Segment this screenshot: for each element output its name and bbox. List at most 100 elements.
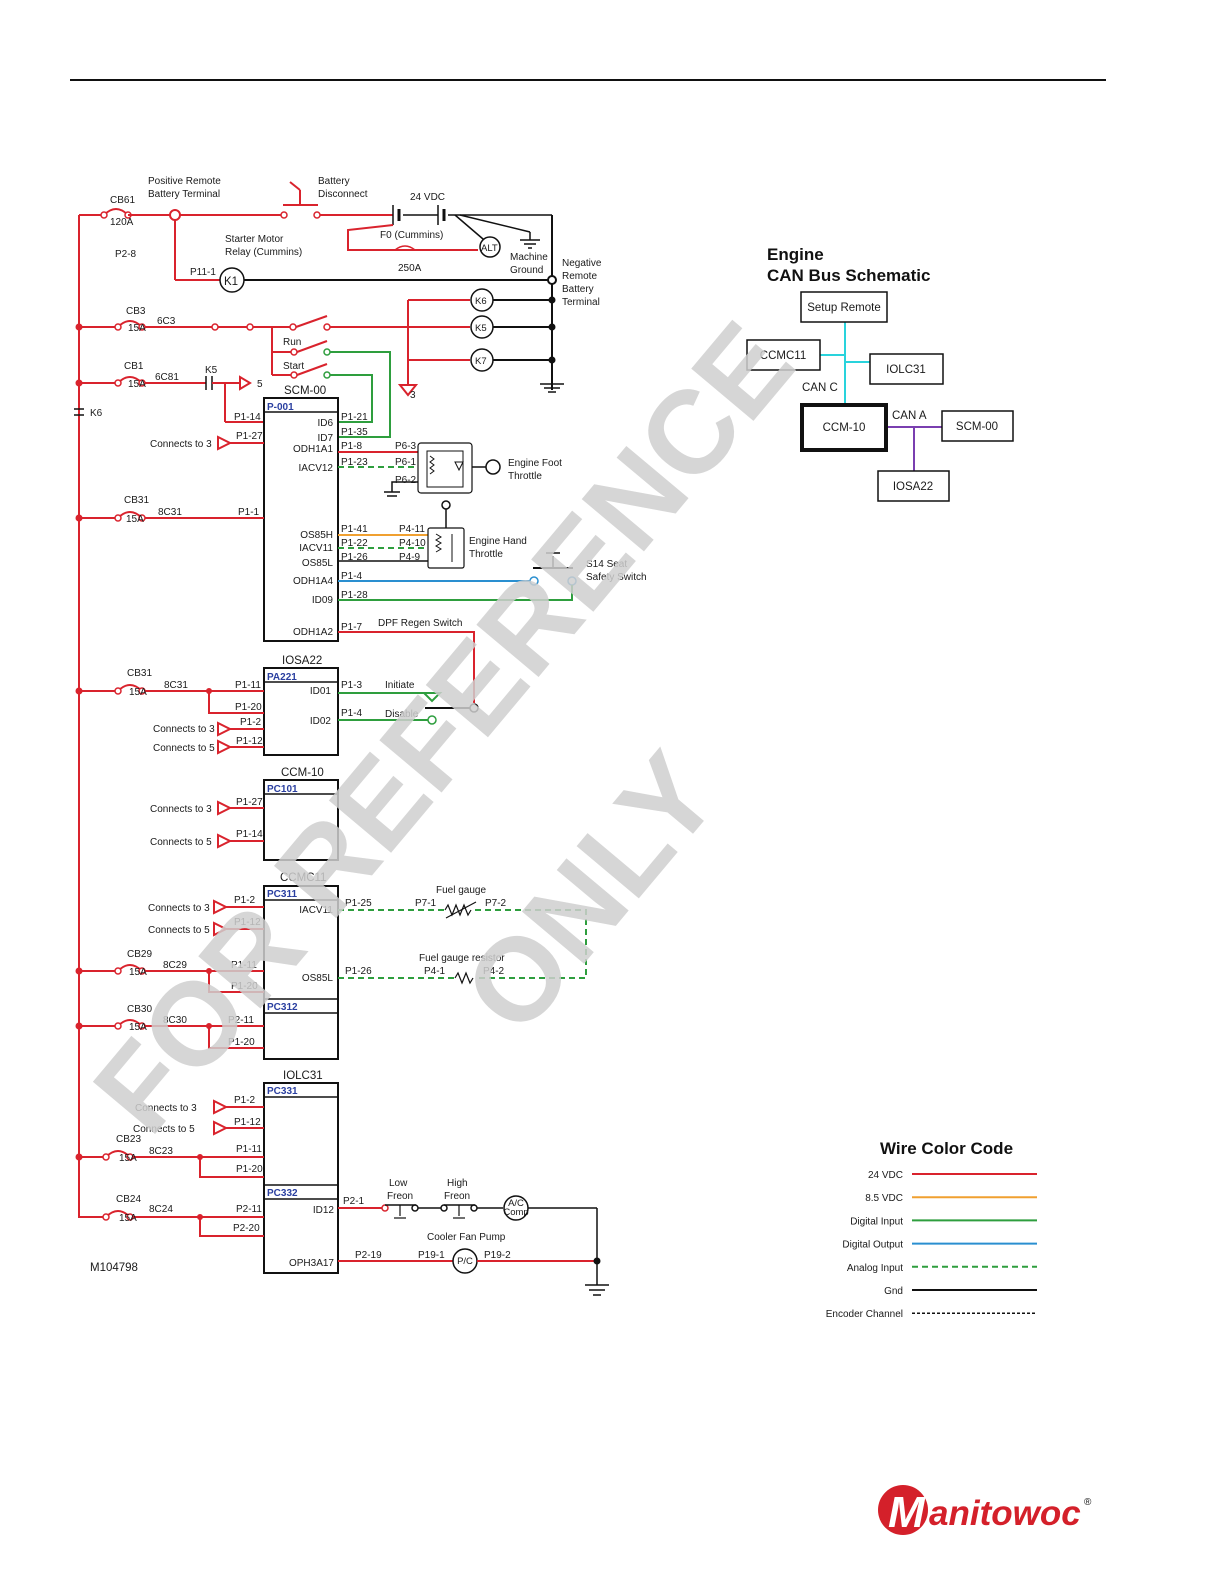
scm-connector: P-001 xyxy=(267,402,294,413)
ccm-title: CCM-10 xyxy=(281,767,324,779)
iolc-p2-20: P2-20 xyxy=(233,1223,260,1234)
label-conn3: 3 xyxy=(410,390,416,401)
iolc-ac-1: A/C xyxy=(508,1198,524,1209)
iosa-p1-4: P1-4 xyxy=(341,708,363,719)
iosa-p1-20: P1-20 xyxy=(235,702,262,713)
can-title-2: CAN Bus Schematic xyxy=(767,266,930,285)
can-scm00: SCM-00 xyxy=(956,421,998,433)
iolc-p19-1: P19-1 xyxy=(418,1250,445,1261)
label-conn5: 5 xyxy=(257,379,263,390)
label-batt-disc-1: Battery xyxy=(318,176,350,187)
label-k6: K6 xyxy=(475,296,487,307)
scm-hand-1: Engine Hand xyxy=(469,536,527,547)
scm-wire-p1-21: P1-21 xyxy=(341,412,368,423)
can-node-iolc31 xyxy=(869,353,944,385)
ccm-connects3: Connects to 3 xyxy=(150,804,212,815)
label-cb1-rating: 15A xyxy=(128,379,146,390)
ccm-block xyxy=(217,779,339,861)
ccmc-p1-26: P1-26 xyxy=(345,966,372,977)
can-ccmc11: CCMC11 xyxy=(760,350,806,362)
label-alt: ALT xyxy=(481,243,498,254)
ccmc-connector: PC311 xyxy=(267,889,297,900)
ccmc-p7-1: P7-1 xyxy=(415,898,437,909)
label-k5: K5 xyxy=(475,323,487,334)
label-cb3-rating: 15A xyxy=(128,323,146,334)
scm-wire-p1-28: P1-28 xyxy=(341,590,368,601)
label-k1: K1 xyxy=(224,276,238,288)
ccmc-cb30: CB30 xyxy=(127,1004,152,1015)
drawing-number: M104798 xyxy=(90,1262,138,1274)
ccmc-block xyxy=(75,885,587,1060)
ccm-p1-14: P1-14 xyxy=(236,829,263,840)
iolc-p1-11: P1-11 xyxy=(236,1144,262,1155)
ccmc-p2-11: P2-11 xyxy=(228,1015,254,1026)
iosa-connects5: Connects to 5 xyxy=(153,743,215,754)
can-setup-remote: Setup Remote xyxy=(807,302,881,314)
label-cb61-rating: 120A xyxy=(110,217,134,228)
legend-title: Wire Color Code xyxy=(880,1139,1013,1158)
manitowoc-logo: M anitowoc ® xyxy=(878,1485,1092,1537)
legend-label: Gnd xyxy=(884,1286,903,1297)
scm-left-p1-1: P1-1 xyxy=(238,507,260,518)
label-batt-disc-2: Disconnect xyxy=(318,189,368,200)
label-machine-1: Machine xyxy=(510,252,548,263)
iolc-low-2: Freon xyxy=(387,1191,413,1202)
iolc-p19-2: P19-2 xyxy=(484,1250,511,1261)
iosa-initiate: Initiate xyxy=(385,680,415,691)
can-iolc31: IOLC31 xyxy=(886,364,926,376)
scm-dpf: DPF Regen Switch xyxy=(378,618,462,629)
can-node-setup-remote xyxy=(800,291,888,323)
iolc-pin-oph: OPH3A17 xyxy=(289,1258,334,1269)
can-node-iosa22 xyxy=(877,470,950,502)
ccmc-cb29-rating: 15A xyxy=(129,967,147,978)
scm-pin-odh1a4: ODH1A4 xyxy=(293,576,333,587)
iosa-p1-2: P1-2 xyxy=(240,717,262,728)
label-250a: 250A xyxy=(398,263,422,274)
iolc-pc: P/C xyxy=(457,1256,473,1267)
scm-left-p1-27: P1-27 xyxy=(236,431,263,442)
label-starter-2: Relay (Cummins) xyxy=(225,247,302,258)
label-p2-8: P2-8 xyxy=(115,249,137,260)
scm-pin-os85l: OS85L xyxy=(302,558,334,569)
label-cb61: CB61 xyxy=(110,195,135,206)
iolc-low-1: Low xyxy=(389,1178,408,1189)
scm-p4-10: P4-10 xyxy=(399,538,426,549)
scm-wire-p1-35: P1-35 xyxy=(341,427,368,438)
iosa-pin-id02: ID02 xyxy=(310,716,332,727)
label-f0: F0 (Cummins) xyxy=(380,230,443,241)
scm-pin-odh1a1: ODH1A1 xyxy=(293,444,333,455)
scm-block xyxy=(75,397,577,703)
ccmc-p1-20b: P1-20 xyxy=(228,1037,255,1048)
ccmc-p1-12: P1-12 xyxy=(234,917,261,928)
label-machine-2: Ground xyxy=(510,265,543,276)
iosa-p1-12: P1-12 xyxy=(236,736,263,747)
legend-label: Digital Input xyxy=(850,1216,903,1227)
scm-p6-1: P6-1 xyxy=(395,457,417,468)
scm-left-p1-14: P1-14 xyxy=(234,412,261,423)
iosa-connector: PA221 xyxy=(267,672,297,683)
label-cb3: CB3 xyxy=(126,306,146,317)
iosa-disable: Disable xyxy=(385,709,419,720)
label-pos-remote-2: Battery Terminal xyxy=(148,189,220,200)
iolc-p2-1: P2-1 xyxy=(343,1196,365,1207)
ccmc-p4-2: P4-2 xyxy=(483,966,505,977)
label-p11-1: P11-1 xyxy=(190,267,216,278)
label-cb1: CB1 xyxy=(124,361,144,372)
scm-connects3: Connects to 3 xyxy=(150,439,212,450)
scm-pin-id7: ID7 xyxy=(317,433,333,444)
scm-title: SCM-00 xyxy=(284,385,326,397)
scm-seat-1: S14 Seat xyxy=(586,559,627,570)
scm-pin-iacv12: IACV12 xyxy=(299,463,334,474)
ccm-connector: PC101 xyxy=(267,784,298,795)
scm-wire-p1-23: P1-23 xyxy=(341,457,368,468)
label-run: Run xyxy=(283,337,301,348)
iosa-block xyxy=(75,667,479,756)
iolc-block xyxy=(75,1082,609,1296)
can-can-a: CAN A xyxy=(892,410,927,422)
ccm-p1-27: P1-27 xyxy=(236,797,263,808)
ccmc-8c30: 8C30 xyxy=(163,1015,187,1026)
power-section xyxy=(74,181,564,1218)
